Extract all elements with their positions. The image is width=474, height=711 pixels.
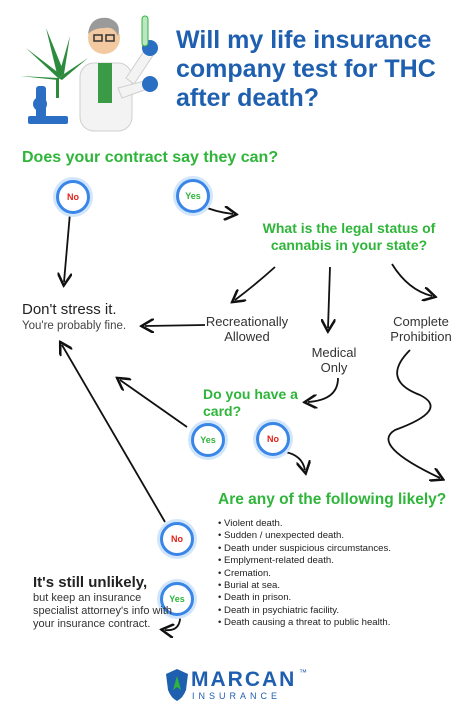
list-item: Death under suspicious circumstances. xyxy=(218,543,391,555)
question-legal-status: What is the legal status of cannabis in … xyxy=(262,220,436,253)
page-title: Will my life insurance company test for … xyxy=(176,26,436,112)
dont-stress-heading: Don't stress it. xyxy=(22,301,117,318)
arrow-prohibition-to-list xyxy=(387,349,440,478)
list-item: Death causing a threat to public health. xyxy=(218,617,391,629)
outcome-recreational: Recreationally Allowed xyxy=(205,314,289,344)
question-contract: Does your contract say they can? xyxy=(22,149,279,166)
answer-yes-contract: Yes xyxy=(176,179,210,213)
logo-trademark: ™ xyxy=(299,668,307,677)
question-card: Do you have a card? xyxy=(203,386,298,419)
answer-no-card: No xyxy=(256,422,290,456)
still-unlikely-sub: but keep an insurance specialist attorne… xyxy=(33,592,173,630)
dont-stress-sub: You're probably fine. xyxy=(22,320,127,332)
outcome-medical: Medical Only xyxy=(311,345,357,375)
still-unlikely-box: It's still unlikely, but keep an insuran… xyxy=(33,574,173,631)
arrow-legal-to-recreational xyxy=(235,266,276,300)
test-tube-icon xyxy=(141,15,149,47)
arrow-medical-to-card xyxy=(308,377,339,402)
question-likely: Are any of the following likely? xyxy=(218,491,447,508)
arrow-card-yes-to-dont xyxy=(120,380,188,428)
still-unlikely-heading: It's still unlikely, xyxy=(33,574,148,591)
answer-yes-likely: Yes xyxy=(160,582,194,616)
logo-subtitle: INSURANCE xyxy=(192,691,282,701)
list-item: Death in psychiatric facility. xyxy=(218,605,391,617)
arrow-card-no-to-list xyxy=(284,451,305,470)
cannabis-leaf-icon xyxy=(20,28,88,98)
shield-leaf-icon xyxy=(166,669,188,701)
list-item: Emplyment-related death. xyxy=(218,555,391,567)
list-item: Sudden / unexpected death. xyxy=(218,530,391,542)
answer-no-likely: No xyxy=(160,522,194,556)
arrow-no-to-dont xyxy=(64,212,70,282)
dont-stress-box: Don't stress it. You're probably fine. xyxy=(22,301,126,332)
arrow-legal-to-medical xyxy=(328,266,330,328)
arrow-recreational-to-dont xyxy=(145,325,206,326)
likely-list: Violent death. Sudden / unexpected death… xyxy=(218,518,391,630)
list-item: Violent death. xyxy=(218,518,391,530)
scientist-illustration xyxy=(20,15,158,132)
answer-no-contract: No xyxy=(56,180,90,214)
outcome-prohibition: Complete Prohibition xyxy=(390,314,452,344)
marcan-logo: MARCAN ™ INSURANCE xyxy=(165,666,315,706)
microscope-icon xyxy=(28,86,68,124)
list-item: Death in prison. xyxy=(218,592,391,604)
arrow-legal-to-prohibition xyxy=(391,263,432,296)
list-item: Burial at sea. xyxy=(218,580,391,592)
arrow-list-no-to-dont xyxy=(62,345,166,523)
logo-name: MARCAN xyxy=(191,668,297,691)
answer-yes-card: Yes xyxy=(191,423,225,457)
list-item: Cremation. xyxy=(218,568,391,580)
